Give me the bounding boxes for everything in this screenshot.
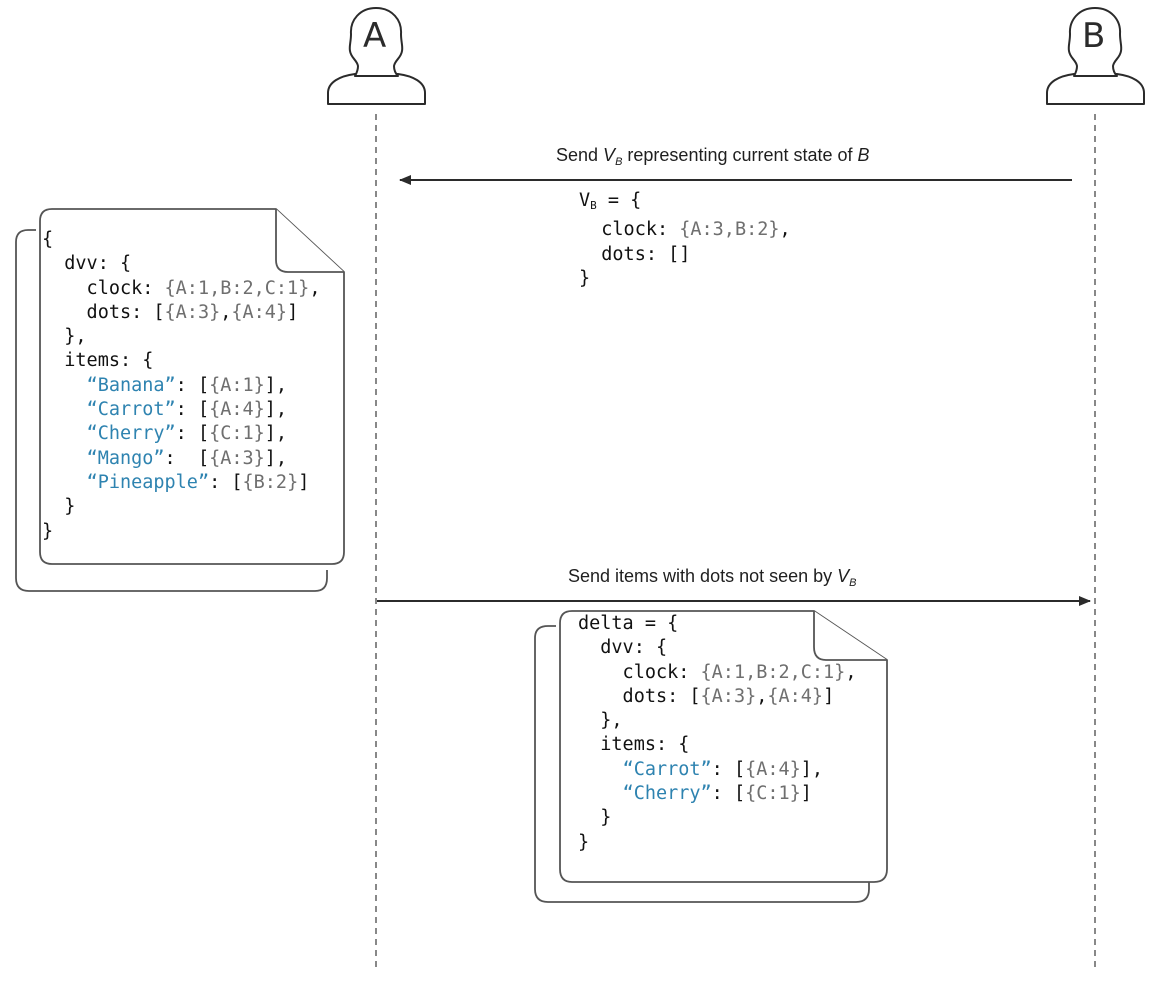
actor-a-icon: [327, 7, 426, 105]
delta-code: delta = { dvv: { clock: {A:1,B:2,C:1}, d…: [578, 613, 857, 853]
response-message-label: Send items with dots not seen by VB: [568, 566, 857, 589]
vb-code-block: VB = { clock: {A:3,B:2}, dots: [] }: [579, 190, 791, 289]
list-item: “Mango”: [{A:3}],: [86, 447, 288, 469]
list-item: “Cherry”: [{C:1}],: [86, 423, 288, 445]
delta-document-icon: [534, 610, 888, 903]
list-item: “Carrot”: [{A:4}],: [86, 399, 288, 421]
list-item: “Cherry”: [{C:1}]: [622, 783, 812, 805]
actor-a-label: A: [363, 16, 387, 56]
actor-b-label: B: [1082, 16, 1106, 56]
list-item: “Carrot”: [{A:4}],: [622, 758, 824, 780]
request-message-label: Send VB representing current state of B: [556, 145, 870, 168]
list-item: “Pineapple”: [{B:2}]: [86, 471, 310, 493]
state-document-icon: [15, 208, 345, 592]
actor-b-icon: [1046, 7, 1145, 105]
list-item: “Banana”: [{A:1}],: [86, 374, 288, 396]
a-state-code: { dvv: { clock: {A:1,B:2,C:1}, dots: [{A…: [42, 229, 321, 542]
